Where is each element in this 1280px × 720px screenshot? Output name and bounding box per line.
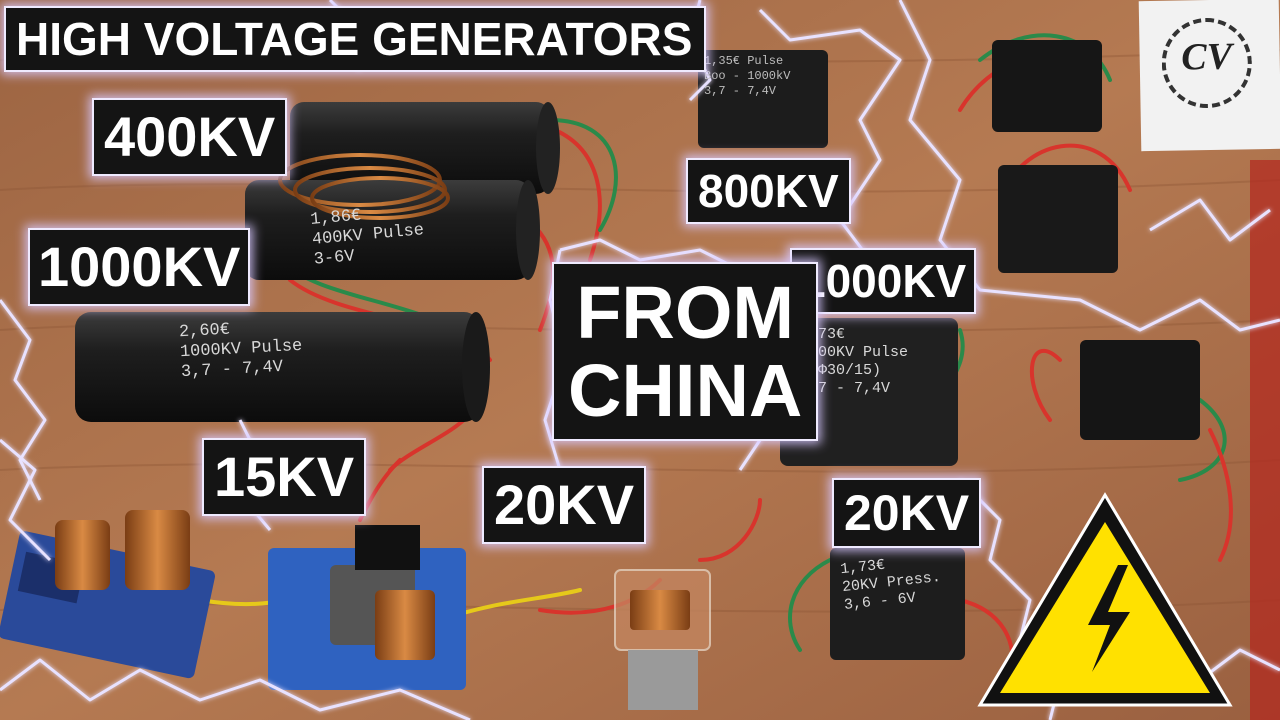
label-15kv: 15KV — [202, 438, 367, 516]
high-voltage-warning-icon — [977, 492, 1233, 707]
label-800kv: 800KV — [686, 158, 851, 224]
block-800kv — [698, 50, 828, 148]
label-20kv-right: 20KV — [832, 478, 982, 548]
inscription-line: 1,35€ Pulse — [704, 54, 784, 68]
module-20kv-center — [614, 569, 711, 710]
block-top-right-1 — [992, 40, 1102, 132]
channel-logo: CV — [1138, 0, 1280, 152]
coil-left-1 — [55, 510, 190, 590]
inscription-line: 3,7 - 7,4V — [704, 84, 777, 98]
label-1000kv-right: 1000KV — [790, 248, 977, 314]
label-20kv-center: 20KV — [482, 466, 647, 544]
tube-400kv-back — [290, 102, 560, 194]
red-strip — [1250, 160, 1280, 720]
center-text: FROM CHINA — [552, 262, 819, 442]
board-center-15kv — [268, 525, 466, 690]
inscription-line: H(Φ30/15) — [800, 362, 882, 379]
page-title: HIGH VOLTAGE GENERATORS — [4, 6, 707, 72]
block-20kv — [830, 548, 965, 660]
center-text-line: FROM — [576, 271, 795, 354]
inscription-line: Boo - 1000kV — [704, 69, 791, 83]
copper-coil-400kv — [278, 153, 450, 220]
inscription-20kv-block: 1,73€20KV Press.3,6 - 6V — [839, 551, 943, 615]
center-text-line: CHINA — [568, 348, 803, 432]
label-1000kv-left: 1000KV — [28, 228, 251, 306]
tube-1000kv — [75, 312, 490, 422]
label-400kv: 400KV — [92, 98, 288, 176]
block-top-right-2 — [998, 165, 1118, 273]
block-1000kv — [780, 318, 958, 466]
logo-text: CV — [1180, 35, 1233, 79]
block-right-mid — [1080, 340, 1200, 440]
